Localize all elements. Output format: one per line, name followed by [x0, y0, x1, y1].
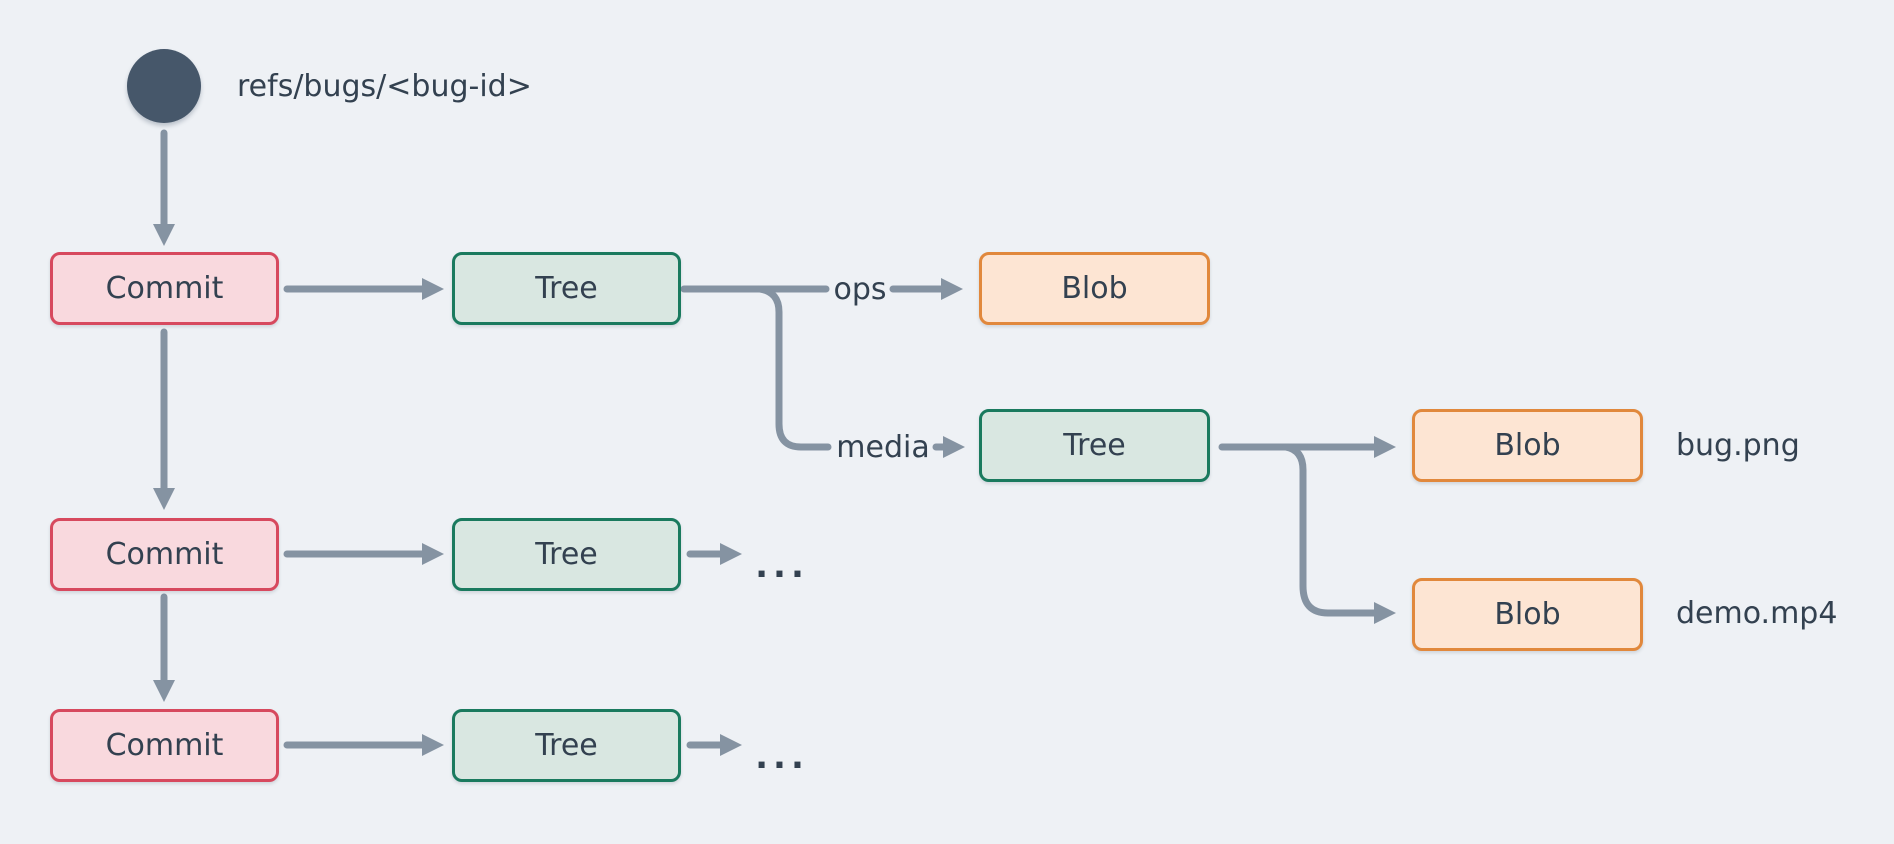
- blob-node-demo: Blob: [1412, 578, 1643, 651]
- commit-node-2: Commit: [50, 518, 279, 591]
- blob-node-ops: Blob: [979, 252, 1210, 325]
- commit-node-3: Commit: [50, 709, 279, 782]
- tree-node-1: Tree: [452, 252, 681, 325]
- edge-branch-to-blob-demo: [1282, 443, 1396, 624]
- tree-node-media: Tree: [979, 409, 1210, 482]
- ellipsis-row-3: ...: [755, 737, 809, 777]
- edge-label-media: media: [836, 429, 930, 465]
- tree-node-4: Tree: [452, 709, 681, 782]
- edge-label-ops: ops: [833, 271, 887, 307]
- ref-label: refs/bugs/<bug-id>: [237, 68, 532, 104]
- ref-head-circle: [127, 49, 201, 123]
- edge-branch-to-media: [756, 285, 832, 451]
- file-label-bug-png: bug.png: [1676, 427, 1800, 463]
- tree-node-3: Tree: [452, 518, 681, 591]
- file-label-demo-mp4: demo.mp4: [1676, 595, 1838, 631]
- blob-node-bug: Blob: [1412, 409, 1643, 482]
- ellipsis-row-2: ...: [755, 546, 809, 586]
- commit-node-1: Commit: [50, 252, 279, 325]
